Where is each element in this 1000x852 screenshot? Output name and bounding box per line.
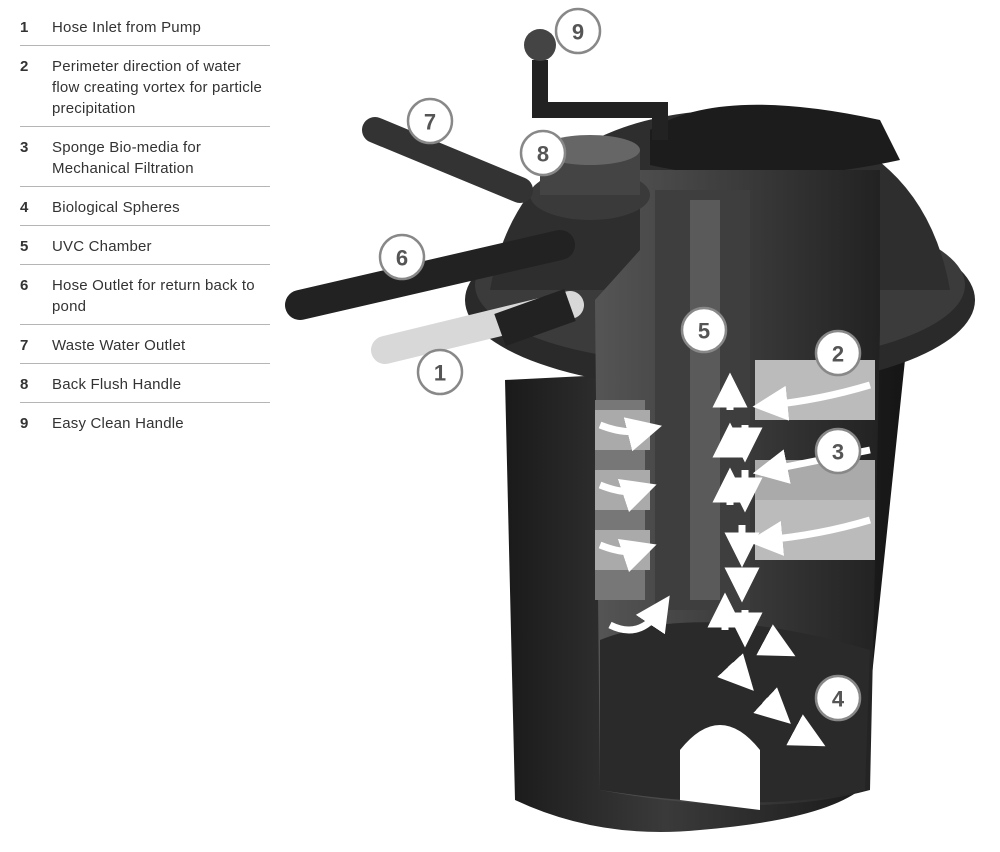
easy-clean-handle [532,60,668,140]
svg-text:6: 6 [396,246,408,271]
svg-text:7: 7 [424,110,436,135]
bio-spheres [600,622,870,803]
callout-4: 4 [814,674,862,722]
outlet-pipe [285,230,575,320]
svg-text:3: 3 [832,440,844,465]
waste-outlet-pipe [362,117,533,203]
uvc-lamp [690,200,720,600]
svg-text:2: 2 [832,342,844,367]
handle-knob [524,29,556,61]
inlet-connector [494,288,576,347]
base-cutout [680,725,760,810]
svg-text:4: 4 [832,687,845,712]
callout-3: 3 [814,427,862,475]
callout-7: 7 [406,97,454,145]
svg-text:5: 5 [698,319,710,344]
callout-8: 8 [519,129,567,177]
callout-5: 5 [680,306,728,354]
callout-6: 6 [378,233,426,281]
svg-text:8: 8 [537,142,549,167]
svg-text:9: 9 [572,20,584,45]
lid-cap [650,104,900,177]
callout-2: 2 [814,329,862,377]
callout-9: 9 [554,7,602,55]
svg-text:1: 1 [434,361,446,386]
callout-1: 1 [416,348,464,396]
flow-arrows [598,372,872,747]
